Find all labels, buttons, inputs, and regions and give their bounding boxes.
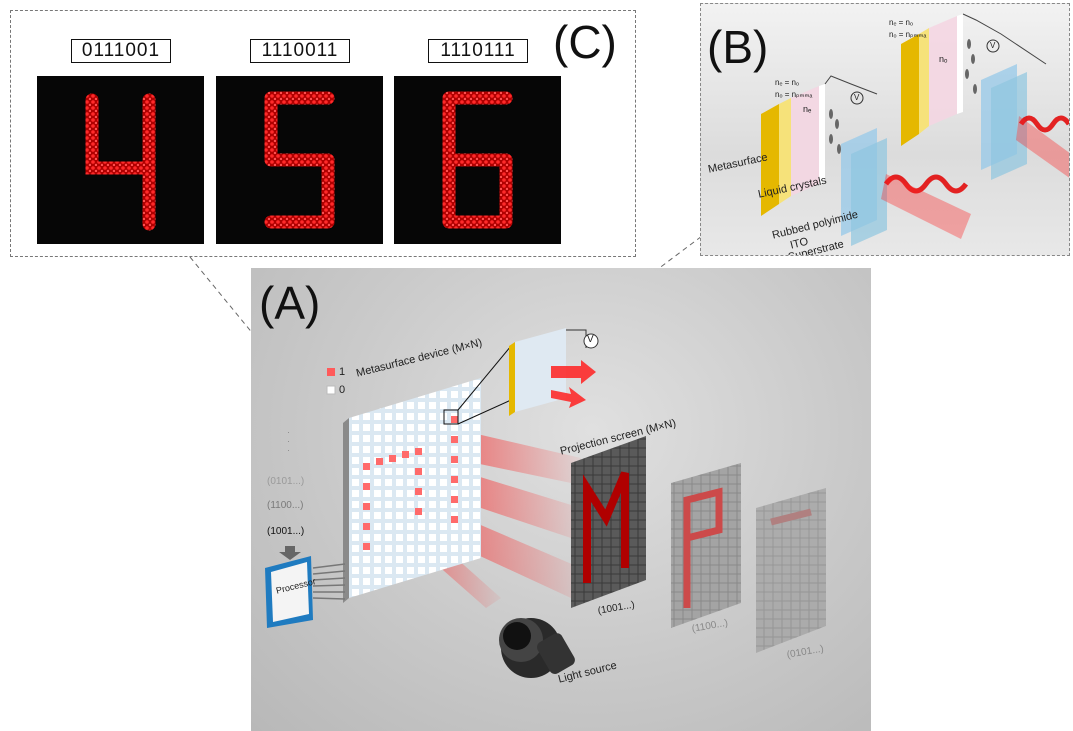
eq-no-npmma-2: nₒ = nₚₘₘₐ	[889, 30, 927, 39]
digit-5-panel: 1110011	[216, 39, 383, 244]
panel-b-device-illustration	[761, 13, 1069, 246]
digit-code: 0111001	[71, 39, 171, 63]
digit-4-panel: 0111001	[37, 39, 204, 244]
legend-one-label: 1	[339, 366, 346, 378]
eq-ne-no-1: nₑ = nₒ	[775, 78, 800, 87]
inset-voltage-label: V	[587, 334, 594, 345]
voltage-label-1: V	[854, 93, 860, 102]
legend-zero-label: 0	[339, 384, 346, 396]
no-label: nₒ	[939, 54, 948, 64]
panel-c: (C) 0111001 1110011 11101	[10, 10, 636, 257]
digit-code: 1110011	[250, 39, 350, 63]
eq-ne-no-2: nₑ = nₒ	[889, 18, 914, 27]
voltage-label-2: V	[990, 41, 996, 50]
digit-4-image	[37, 76, 204, 244]
more-sequences-dots: · · ·	[287, 427, 290, 455]
panel-a: (A)	[251, 268, 871, 731]
sequence-0101: (0101...)	[267, 476, 305, 487]
digit-code: 1110111	[428, 39, 528, 63]
panel-a-system-illustration	[265, 328, 826, 678]
sequence-1100: (1100...)	[267, 500, 304, 511]
digit-5-image	[216, 76, 383, 244]
eq-no-npmma-1: nₒ = nₚₘₘₐ	[775, 90, 813, 99]
digit-6-image	[394, 76, 561, 244]
panel-b: (B) nₑ = nₒ nₒ = nₚₘₘₐ	[700, 3, 1070, 256]
ne-label: nₑ	[803, 104, 812, 114]
panel-c-label: (C)	[553, 16, 617, 68]
sequence-1001: (1001...)	[267, 526, 305, 537]
digit-6-panel: 1110111	[394, 39, 561, 244]
panel-a-label: (A)	[259, 277, 321, 329]
panel-b-label: (B)	[707, 21, 769, 73]
